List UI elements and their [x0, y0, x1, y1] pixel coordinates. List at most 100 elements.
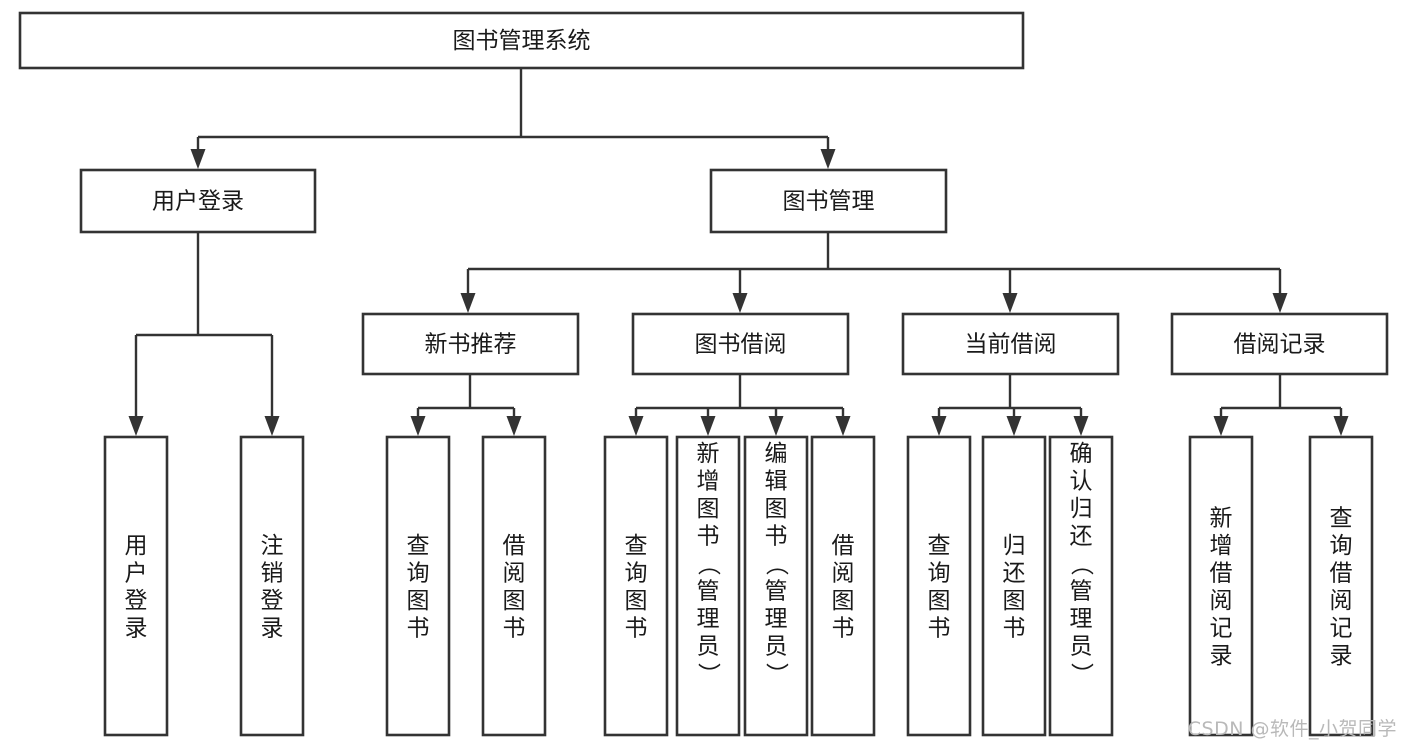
- node-label-char: 图: [928, 588, 951, 614]
- node-label: 图书借阅: [695, 332, 787, 358]
- node-label-char: 员: [697, 634, 720, 660]
- node-root[interactable]: 图书管理系统: [18, 11, 1025, 70]
- edge-group-newbook_to_leaves: [410, 374, 522, 436]
- node-box-rect[interactable]: [79, 168, 317, 234]
- node-box-rect[interactable]: [631, 312, 850, 376]
- node-box-rect[interactable]: [103, 435, 169, 737]
- node-box-rect[interactable]: [361, 312, 580, 376]
- node-label-char: 书: [407, 616, 430, 642]
- node-label: 新书推荐: [425, 332, 517, 358]
- arrow-head-icon: [264, 416, 280, 436]
- node-label-char: （: [763, 553, 789, 576]
- edge-group-bookmgmt_to_level2: [460, 232, 1288, 313]
- node-label-char: 书: [1003, 616, 1026, 642]
- node-box-rect[interactable]: [239, 435, 305, 737]
- node-label: 图书管理: [783, 189, 875, 215]
- node-label-char: 询: [928, 561, 951, 587]
- node-label: 借阅记录: [1234, 332, 1326, 358]
- node-label-char: 录: [1210, 643, 1233, 669]
- node-label-char: 记: [1210, 616, 1233, 642]
- arrow-head-icon: [1006, 416, 1022, 436]
- node-book-management[interactable]: 图书管理: [709, 168, 948, 234]
- node-current-borrow[interactable]: 当前借阅: [901, 312, 1120, 376]
- node-label-char: 阅: [1330, 588, 1353, 614]
- arrow-head-icon: [1333, 416, 1349, 436]
- node-label-char: 图: [407, 588, 430, 614]
- node-label: 用户登录: [152, 189, 244, 215]
- node-box-rect[interactable]: [709, 168, 948, 234]
- node-box-rect[interactable]: [906, 435, 972, 737]
- node-label-char: 增: [697, 469, 720, 495]
- node-box-rect[interactable]: [901, 312, 1120, 376]
- node-label-char: 增: [1210, 533, 1233, 559]
- node-label-char: 书: [503, 616, 526, 642]
- node-label-char: 查: [1330, 506, 1353, 532]
- edge-group-currentborrow_to_leaves: [931, 374, 1089, 436]
- node-new-book-recommend[interactable]: 新书推荐: [361, 312, 580, 376]
- node-box-rect[interactable]: [1188, 435, 1254, 737]
- node-box-rect[interactable]: [1170, 312, 1389, 376]
- arrow-head-icon: [190, 149, 206, 169]
- node-label-char: 借: [1330, 561, 1353, 587]
- node-box-rect[interactable]: [675, 435, 741, 737]
- node-label-char: 新: [1210, 506, 1233, 532]
- node-label-char: 图: [1003, 588, 1026, 614]
- node-box-rect[interactable]: [1048, 435, 1114, 737]
- node-box-rect[interactable]: [981, 435, 1047, 737]
- node-label-char: 新: [697, 441, 720, 467]
- node-label-char: （: [1068, 553, 1094, 576]
- node-box-rect[interactable]: [743, 435, 809, 737]
- node-label-char: 图: [765, 496, 788, 522]
- node-label: 当前借阅: [965, 332, 1057, 358]
- arrow-head-icon: [835, 416, 851, 436]
- node-box-rect[interactable]: [481, 435, 547, 737]
- node-box-rect[interactable]: [603, 435, 669, 737]
- node-label-char: 借: [832, 533, 855, 559]
- node-box-rect[interactable]: [1308, 435, 1374, 737]
- arrow-head-icon: [1073, 416, 1089, 436]
- connector-edges-layer: [128, 68, 1349, 436]
- edge-group-bookborrow_to_leaves: [628, 374, 851, 436]
- arrow-head-icon: [768, 416, 784, 436]
- node-label-char: 询: [625, 561, 648, 587]
- node-label-char: 图: [697, 496, 720, 522]
- node-label-char: ）: [695, 663, 721, 686]
- node-label-char: 还: [1003, 561, 1026, 587]
- node-label-char: 查: [928, 533, 951, 559]
- node-label-char: 员: [1070, 634, 1093, 660]
- node-label-char: 图: [503, 588, 526, 614]
- arrow-head-icon: [1272, 293, 1288, 313]
- node-box-rect[interactable]: [385, 435, 451, 737]
- node-label-char: 录: [261, 616, 284, 642]
- node-user-login[interactable]: 用户登录: [79, 168, 317, 234]
- node-label-char: 录: [1330, 643, 1353, 669]
- node-box-rect[interactable]: [810, 435, 876, 737]
- node-borrow-records[interactable]: 借阅记录: [1170, 312, 1389, 376]
- node-label-char: 理: [697, 606, 720, 632]
- node-label-char: 管: [765, 579, 788, 605]
- node-book-borrow[interactable]: 图书借阅: [631, 312, 850, 376]
- node-label-char: 阅: [503, 561, 526, 587]
- csdn-watermark: CSDN @软件_小贺同学: [1187, 718, 1397, 740]
- node-label-char: 归: [1003, 533, 1026, 559]
- node-label-char: 户: [125, 561, 148, 587]
- node-label-char: 书: [928, 616, 951, 642]
- arrow-head-icon: [700, 416, 716, 436]
- node-leaf-user-login[interactable]: 用户登录: [103, 435, 169, 737]
- node-label-char: 借: [1210, 561, 1233, 587]
- node-box-rect[interactable]: [18, 11, 1025, 70]
- node-label-char: ）: [1068, 663, 1094, 686]
- node-label-char: 用: [125, 533, 148, 559]
